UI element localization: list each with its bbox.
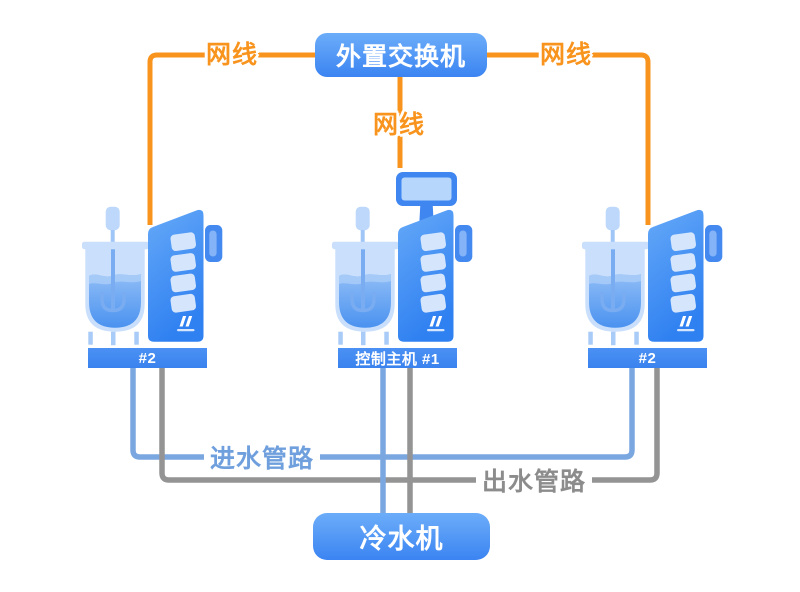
network-cable-right	[487, 52, 651, 225]
machine-center	[330, 172, 475, 347]
cable-label-left: 网线	[205, 41, 259, 69]
machine-label-right: #2	[588, 348, 707, 368]
chiller-node: 冷水机	[313, 513, 490, 560]
inlet-pipe-label: 进水管路	[203, 439, 321, 475]
machine-left	[80, 204, 225, 347]
machine-label-center: 控制主机 #1	[338, 348, 457, 368]
cable-label-center: 网线	[372, 111, 426, 139]
cable-label-right: 网线	[539, 41, 593, 69]
switch-node: 外置交换机	[315, 33, 487, 77]
machine-label-left: #2	[88, 348, 207, 368]
network-cable-left	[147, 52, 315, 225]
outlet-pipe-label: 出水管路	[475, 462, 593, 498]
machine-right	[580, 204, 725, 347]
